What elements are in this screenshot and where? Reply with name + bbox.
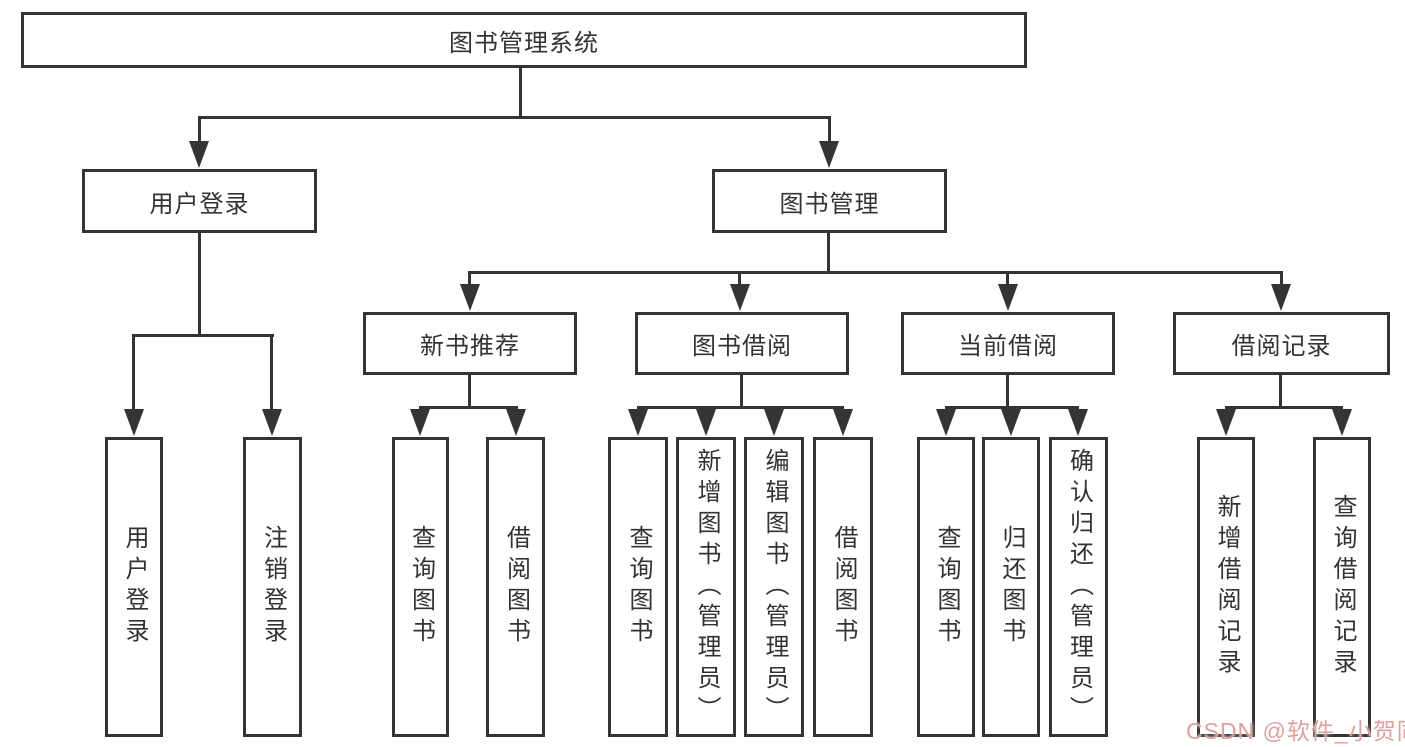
node-current-borrowing: 当前借阅 [901, 312, 1115, 375]
leaf-query-books-2: 查询图书 [608, 437, 668, 737]
node-label: 图书管理系统 [449, 29, 599, 57]
node-borrow-records: 借阅记录 [1173, 312, 1390, 375]
arrow-down-icon [936, 409, 956, 436]
node-label: 新书推荐 [420, 333, 520, 360]
connector-line [198, 116, 831, 119]
connector-line [468, 373, 471, 409]
arrow-down-icon [262, 409, 282, 436]
node-label: 图书管理 [779, 190, 880, 218]
node-label: 归还图书 [998, 525, 1025, 649]
node-label: 借阅记录 [1231, 333, 1332, 360]
connector-line [945, 406, 1079, 409]
node-label: 确认归还（管理员） [1065, 447, 1093, 727]
arrow-down-icon [730, 284, 750, 311]
arrow-down-icon [764, 409, 784, 436]
arrow-down-icon [819, 141, 839, 168]
connector-line [1280, 271, 1283, 287]
leaf-query-borrow-record: 查询借阅记录 [1313, 437, 1371, 737]
leaf-query-books-1: 查询图书 [392, 437, 449, 737]
node-label: 编辑图书（管理员） [761, 447, 788, 727]
node-label: 查询借阅记录 [1329, 494, 1356, 680]
connector-line [827, 231, 830, 274]
connector-line [270, 334, 273, 412]
connector-line [198, 231, 201, 336]
arrow-down-icon [410, 409, 430, 436]
connector-line [1006, 271, 1009, 287]
leaf-borrow-books-1: 借阅图书 [486, 437, 545, 737]
connector-line [740, 373, 743, 409]
arrow-down-icon [506, 409, 526, 436]
connector-line [1006, 373, 1009, 409]
node-label: 查询图书 [933, 525, 960, 649]
node-label: 用户登录 [121, 525, 148, 649]
arrow-down-icon [460, 284, 480, 311]
connector-line [468, 271, 471, 287]
leaf-edit-books-admin: 编辑图书（管理员） [744, 437, 804, 737]
arrow-down-icon [1001, 409, 1021, 436]
connector-line [1279, 373, 1282, 409]
arrow-down-icon [833, 409, 853, 436]
node-label: 用户登录 [149, 190, 250, 218]
arrow-down-icon [696, 409, 716, 436]
connector-line [519, 66, 522, 118]
arrow-down-icon [189, 141, 209, 168]
node-label: 新增借阅记录 [1213, 494, 1240, 680]
node-book-management: 图书管理 [712, 169, 947, 233]
arrow-down-icon [124, 409, 144, 436]
node-system-root: 图书管理系统 [21, 12, 1027, 68]
connector-line [828, 116, 831, 144]
connector-line [419, 406, 518, 409]
arrow-down-icon [1332, 409, 1352, 436]
arrow-down-icon [1068, 409, 1088, 436]
leaf-add-books-admin: 新增图书（管理员） [676, 437, 736, 737]
leaf-borrow-books-2: 借阅图书 [813, 437, 873, 737]
node-label: 新增图书（管理员） [693, 447, 720, 727]
watermark: CSDN @软件_小贺同学 [1186, 718, 1405, 744]
node-label: 查询图书 [407, 525, 435, 649]
connector-line [637, 406, 844, 409]
arrow-down-icon [1216, 409, 1236, 436]
connector-line [133, 334, 274, 337]
leaf-query-books-3: 查询图书 [917, 437, 975, 737]
arrow-down-icon [1271, 284, 1291, 311]
node-new-book-recommend: 新书推荐 [363, 312, 577, 375]
connector-line [132, 334, 135, 412]
connector-line [469, 271, 1283, 274]
node-book-borrowing: 图书借阅 [635, 312, 849, 375]
arrow-down-icon [998, 284, 1018, 311]
node-label: 查询图书 [625, 525, 652, 649]
node-label: 借阅图书 [830, 525, 857, 649]
leaf-logout: 注销登录 [243, 437, 302, 737]
arrow-down-icon [628, 409, 648, 436]
leaf-add-borrow-record: 新增借阅记录 [1197, 437, 1255, 737]
leaf-confirm-return-admin: 确认归还（管理员） [1049, 437, 1108, 737]
leaf-user-login: 用户登录 [105, 437, 163, 737]
leaf-return-books: 归还图书 [982, 437, 1040, 737]
connector-line [1225, 406, 1343, 409]
node-user-login: 用户登录 [82, 169, 317, 233]
connector-line [738, 271, 741, 287]
node-label: 图书借阅 [692, 333, 792, 360]
node-label: 借阅图书 [502, 525, 530, 649]
node-label: 当前借阅 [958, 333, 1058, 360]
node-label: 注销登录 [259, 525, 287, 649]
connector-line [198, 116, 201, 144]
